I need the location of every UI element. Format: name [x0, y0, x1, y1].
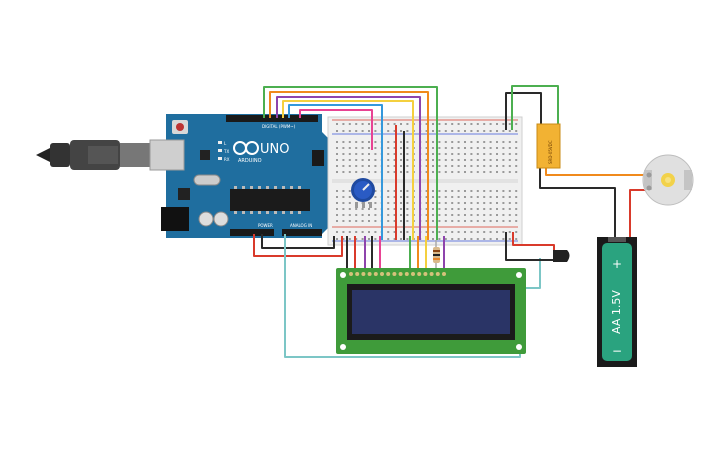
wire-blue: [288, 104, 383, 240]
wire-orange-relay: [545, 168, 648, 176]
wire-green: [263, 86, 438, 240]
battery: + − AA 1.5V: [597, 237, 637, 367]
battery-plus-label: +: [612, 257, 622, 271]
wires: [253, 85, 648, 358]
arduino-brand-label: ARDUINO: [238, 158, 262, 164]
dc-motor: [642, 154, 694, 206]
arduino-model-label: UNO: [260, 142, 289, 157]
wire-black-relay: [505, 92, 542, 130]
resistor: [433, 240, 440, 270]
arduino-tx-label: TX: [223, 149, 229, 154]
wire-purple: [276, 96, 421, 240]
arduino-board: UNO ARDUINO DIGITAL (PWM~) POWER ANALOG …: [149, 114, 330, 238]
wire-green-relay: [511, 85, 559, 130]
arduino-power-label: POWER: [258, 223, 273, 228]
arduino-l-label: L: [224, 141, 227, 146]
arduino-rx-label: RX: [224, 157, 230, 162]
temperature-sensor: [553, 250, 570, 262]
lcd-display: [336, 268, 526, 354]
wire-red-5v: [253, 234, 343, 257]
breadboard: [327, 116, 523, 246]
relay-label: SRD-05VDC: [548, 140, 553, 164]
wire-pink: [299, 109, 373, 150]
wire-black-relay2: [539, 168, 616, 238]
wire-red-motor: [629, 189, 648, 238]
relay: SRD-05VDC: [536, 123, 561, 169]
arduino-analog-label: ANALOG IN: [290, 223, 312, 228]
wire-yellow: [282, 100, 414, 240]
battery-voltage-label: AA 1.5V: [610, 290, 623, 334]
wire-black-gnd: [261, 234, 335, 249]
battery-minus-label: −: [612, 344, 622, 358]
potentiometer: [351, 178, 375, 208]
wire-orange: [269, 91, 429, 240]
arduino-digital-label: DIGITAL (PWM~): [262, 124, 296, 129]
